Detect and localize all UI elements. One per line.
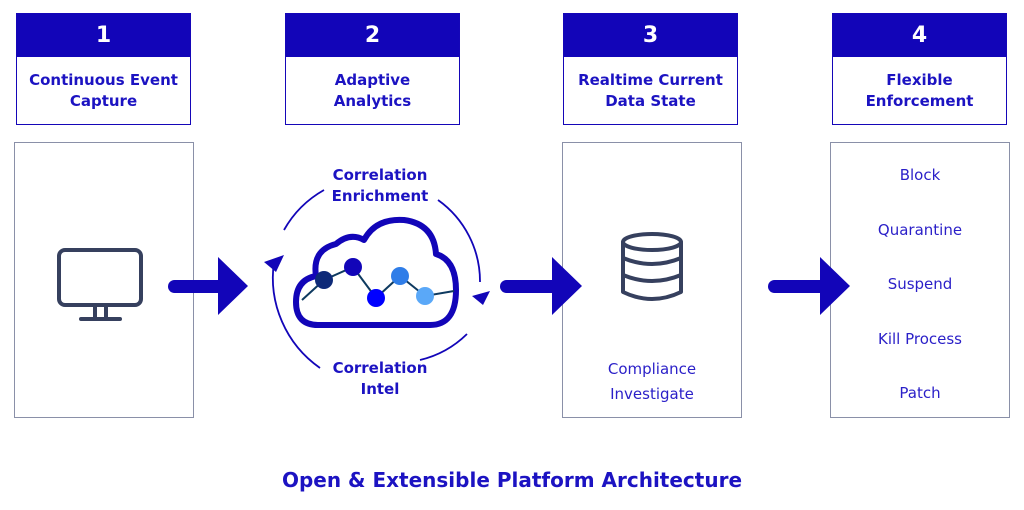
step-number: 3 bbox=[564, 14, 737, 57]
analytics-node bbox=[367, 289, 385, 307]
analytics-node bbox=[315, 271, 333, 289]
cloud-analytics-icon bbox=[293, 216, 459, 328]
correlation-enrichment-label: Correlation Enrichment bbox=[331, 166, 429, 205]
cycle-arrowhead-icon bbox=[472, 291, 490, 305]
event-capture-panel bbox=[14, 142, 194, 418]
step-number: 2 bbox=[286, 14, 459, 57]
action-kill-process: Kill Process bbox=[877, 330, 962, 348]
analytics-node bbox=[416, 287, 434, 305]
analytics-node bbox=[391, 267, 409, 285]
step-title: Flexible Enforcement bbox=[865, 70, 974, 110]
analytics-node bbox=[344, 258, 362, 276]
step-4-header: 4 Flexible Enforcement bbox=[832, 13, 1007, 125]
step-2-header: 2 Adaptive Analytics bbox=[285, 13, 460, 125]
cycle-arrows-icon bbox=[271, 189, 481, 369]
step-number: 1 bbox=[17, 14, 190, 57]
arrow-right-icon bbox=[768, 257, 850, 315]
action-block: Block bbox=[899, 166, 941, 184]
step-number: 4 bbox=[833, 14, 1006, 57]
step-title: Realtime Current Data State bbox=[578, 70, 723, 110]
correlation-intel-label: Correlation Intel bbox=[332, 359, 428, 398]
compliance-label: Compliance bbox=[607, 360, 697, 378]
action-suspend: Suspend bbox=[887, 275, 953, 293]
step-title: Continuous Event Capture bbox=[29, 70, 178, 110]
step-1-header: 1 Continuous Event Capture bbox=[16, 13, 191, 125]
cycle-arrowhead-icon bbox=[264, 255, 284, 272]
monitor-icon bbox=[57, 248, 143, 321]
investigate-label: Investigate bbox=[610, 385, 694, 403]
enforcement-panel bbox=[830, 142, 1010, 418]
database-icon bbox=[621, 232, 683, 301]
arrow-right-icon bbox=[500, 257, 582, 315]
footer-title: Open & Extensible Platform Architecture bbox=[281, 468, 743, 492]
step-title: Adaptive Analytics bbox=[333, 70, 412, 110]
action-patch: Patch bbox=[899, 384, 941, 402]
step-3-header: 3 Realtime Current Data State bbox=[563, 13, 738, 125]
arrow-right-icon bbox=[168, 257, 248, 315]
action-quarantine: Quarantine bbox=[877, 221, 963, 239]
